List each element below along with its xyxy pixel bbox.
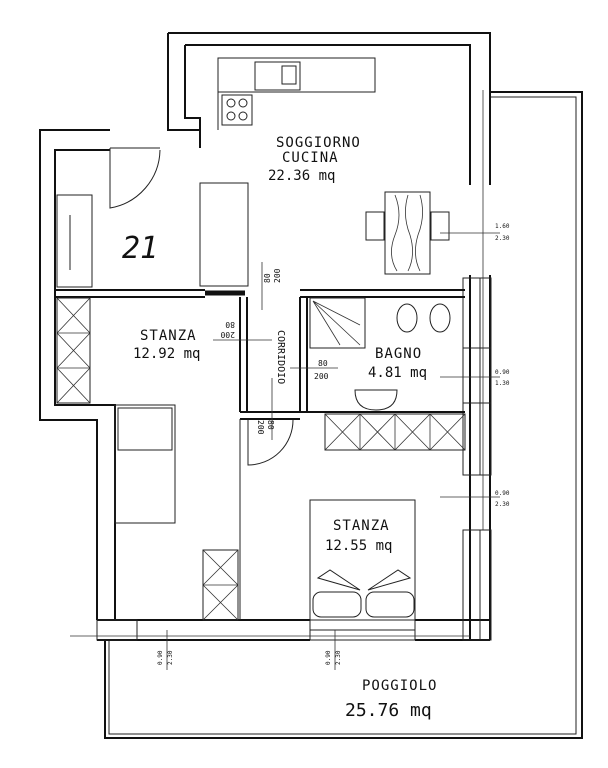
window-dim-h: 2.30 bbox=[335, 650, 342, 665]
window-dim-h: 1.30 bbox=[495, 380, 510, 387]
window-dim-w: 0.90 bbox=[495, 369, 510, 376]
door-dim-h: 200 bbox=[273, 268, 282, 283]
room-name-stanza-1: STANZA bbox=[140, 328, 197, 344]
apartment-number: 21 bbox=[122, 231, 158, 266]
dimension-lines bbox=[70, 232, 500, 670]
window-dim-w: 0.90 bbox=[495, 490, 510, 497]
door-dim-w: 80 bbox=[225, 320, 235, 329]
door-dim-h: 200 bbox=[220, 330, 235, 339]
window-dim-h: 2.30 bbox=[495, 501, 510, 508]
bed-1 bbox=[114, 404, 176, 524]
room-area-living: 22.36 mq bbox=[268, 168, 335, 184]
door-dim-w: 80 bbox=[318, 359, 328, 368]
entry-door bbox=[109, 147, 161, 209]
window-dim-w: 1.60 bbox=[495, 223, 510, 230]
room-name-poggiolo: POGGIOLO bbox=[362, 678, 437, 694]
windows-right bbox=[309, 90, 492, 641]
bathroom-fixtures bbox=[309, 297, 451, 411]
sofa bbox=[199, 182, 249, 287]
window-dim-h: 2.30 bbox=[167, 650, 174, 665]
room-area-stanza-2: 12.55 mq bbox=[325, 538, 392, 554]
door-dim-h: 200 bbox=[314, 372, 329, 381]
wardrobes bbox=[56, 297, 466, 621]
exterior-walls bbox=[39, 32, 491, 641]
interior-walls bbox=[55, 289, 465, 620]
room-name-bagno: BAGNO bbox=[375, 346, 422, 362]
window-dim-w: 0.90 bbox=[325, 650, 332, 665]
dining-table bbox=[365, 191, 450, 275]
kitchen-counter bbox=[217, 57, 376, 130]
room-name-stanza-2: STANZA bbox=[333, 518, 390, 534]
bed-2 bbox=[309, 499, 416, 621]
room-name-cucina: CUCINA bbox=[282, 150, 339, 166]
room-area-poggiolo: 25.76 mq bbox=[345, 700, 432, 721]
wardrobe-entry bbox=[56, 194, 93, 288]
door-dim-h: 200 bbox=[256, 420, 265, 435]
door-dim-w: 80 bbox=[266, 420, 275, 430]
room-name-corridoio: CORRIDOIO bbox=[275, 330, 286, 384]
room-name-soggiorno: SOGGIORNO bbox=[276, 135, 361, 151]
window-dim-h: 2.30 bbox=[495, 235, 510, 242]
bedroom2-door bbox=[247, 419, 294, 466]
room-area-stanza-1: 12.92 mq bbox=[133, 346, 200, 362]
window-dim-w: 0.90 bbox=[157, 650, 164, 665]
door-dim-w: 80 bbox=[263, 273, 272, 283]
room-area-bagno: 4.81 mq bbox=[368, 365, 427, 381]
balcony-outline bbox=[104, 91, 583, 739]
